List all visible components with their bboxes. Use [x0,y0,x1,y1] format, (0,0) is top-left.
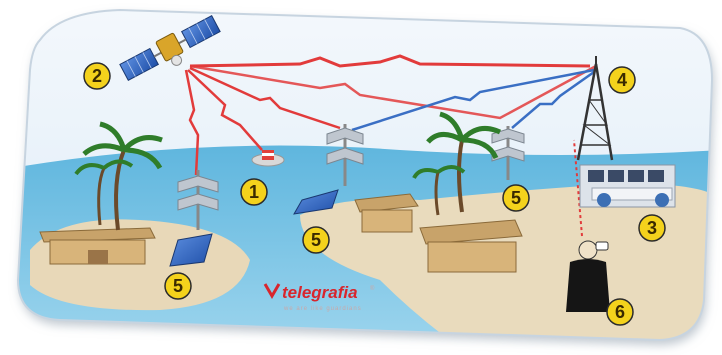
red-link-satellite-left-siren [184,69,200,176]
badge-satellite: 2 [83,62,111,90]
badge-control-center-label: 3 [647,218,657,238]
badge-tower: 4 [608,66,636,94]
telegrafia-logo: telegrafia ® we are like guardians [263,283,375,312]
badge-siren-left-label: 5 [173,276,183,296]
operator-link [573,139,583,237]
red-link-satellite-tower-2 [189,64,597,120]
hut-right-icon [419,219,523,273]
card-border [16,8,714,342]
siren-right-icon [491,126,525,180]
badge-operator-label: 6 [615,302,625,322]
badge-siren-left: 5 [164,272,192,300]
badge-siren-right: 5 [502,184,530,212]
badge-operator: 6 [606,298,634,326]
hut-left-icon [39,227,156,265]
hut-center-icon [354,193,419,233]
badge-control-center: 3 [638,214,666,242]
solar-panel-left-icon [169,233,213,267]
siren-center-icon [326,124,364,186]
blue-link-tower-center-siren [351,68,595,132]
palm-tree-right-icon [412,111,502,216]
operator-icon [566,240,610,312]
logo-tagline: we are like guardians [283,306,362,312]
badge-buoy: 1 [240,178,268,206]
badge-siren-right-label: 5 [511,188,521,208]
satellite-icon [119,14,221,82]
radio-tower-icon [576,56,614,161]
logo-registered: ® [370,285,375,292]
red-link-satellite-tower [189,54,591,68]
badge-siren-center-label: 5 [311,230,321,250]
badge-buoy-label: 1 [249,182,259,202]
buoy-icon [251,150,285,167]
radio-links [184,54,597,237]
badge-satellite-label: 2 [92,66,102,86]
solar-panel-center-icon [293,189,339,215]
siren-left-icon [177,170,219,230]
badge-siren-center: 5 [302,226,330,254]
blue-link-tower-right-siren [511,70,595,129]
red-link-satellite-center-siren [189,66,341,130]
badge-tower-label: 4 [617,70,627,90]
palm-tree-left-icon [74,121,163,231]
control-center-icon [579,164,676,208]
red-link-satellite-buoy [187,69,263,151]
logo-brand: telegrafia [282,283,358,302]
